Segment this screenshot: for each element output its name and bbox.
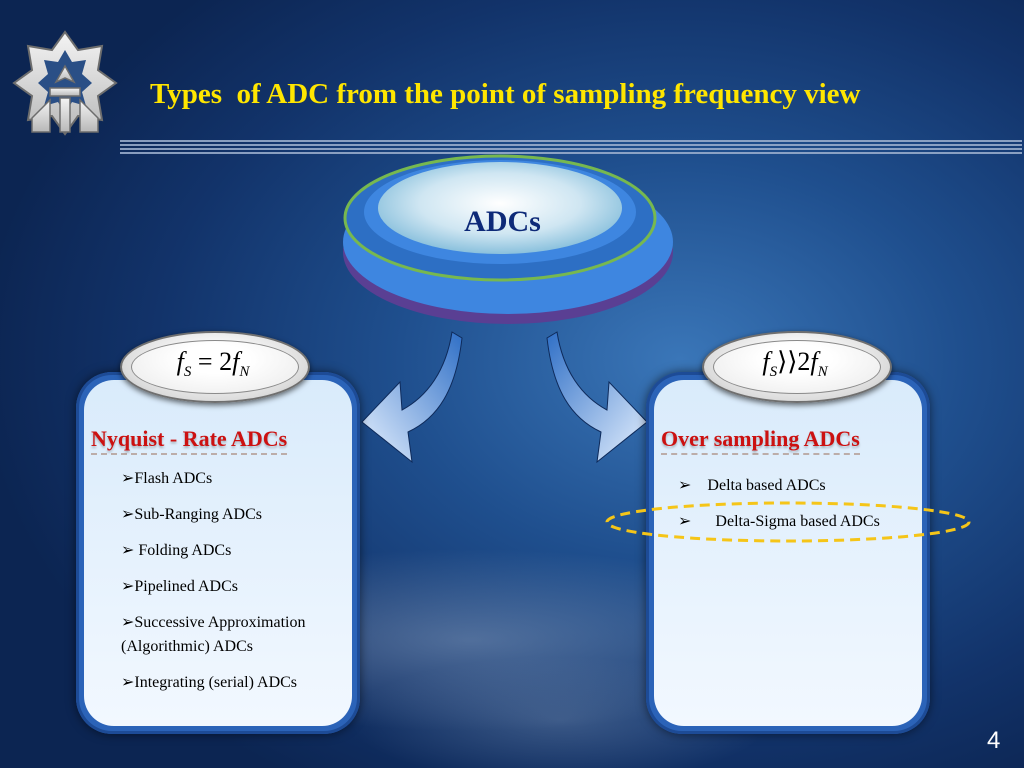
list-item: ➢Successive Approximation [121, 614, 306, 631]
page-number: 4 [987, 727, 1001, 754]
right-curved-arrow-icon [546, 331, 648, 464]
list-item: (Algorithmic) ADCs [121, 638, 253, 655]
list-item: ➢ Folding ADCs [121, 542, 232, 559]
nyquist-formula: fS = 2fN [176, 347, 250, 381]
adcs-label: ADCs [464, 205, 541, 238]
university-logo-icon [12, 30, 118, 136]
list-item: ➢ Delta based ADCs [678, 477, 826, 494]
nyquist-heading: Nyquist - Rate ADCs [91, 426, 288, 455]
oversampling-panel [646, 372, 930, 734]
list-item: ➢ Delta-Sigma based ADCs [678, 513, 880, 530]
oversampling-formula-pill [702, 331, 892, 403]
list-item: ➢Sub-Ranging ADCs [121, 506, 262, 523]
nyquist-formula-pill [120, 331, 310, 403]
slide-title: Types of ADC from the point of sampling … [150, 78, 861, 110]
list-item: ➢Integrating (serial) ADCs [121, 674, 298, 691]
title-divider [120, 140, 1022, 154]
highlight-oval [605, 501, 971, 543]
list-item: ➢Pipelined ADCs [121, 578, 238, 595]
list-item: ➢Flash ADCs [121, 470, 213, 487]
oversampling-formula: fS⟩⟩2fN [762, 347, 828, 381]
left-curved-arrow-icon [361, 331, 463, 464]
oversampling-heading: Over sampling ADCs [661, 426, 860, 455]
nyquist-rate-panel [76, 372, 360, 734]
adcs-ellipse [343, 154, 673, 324]
